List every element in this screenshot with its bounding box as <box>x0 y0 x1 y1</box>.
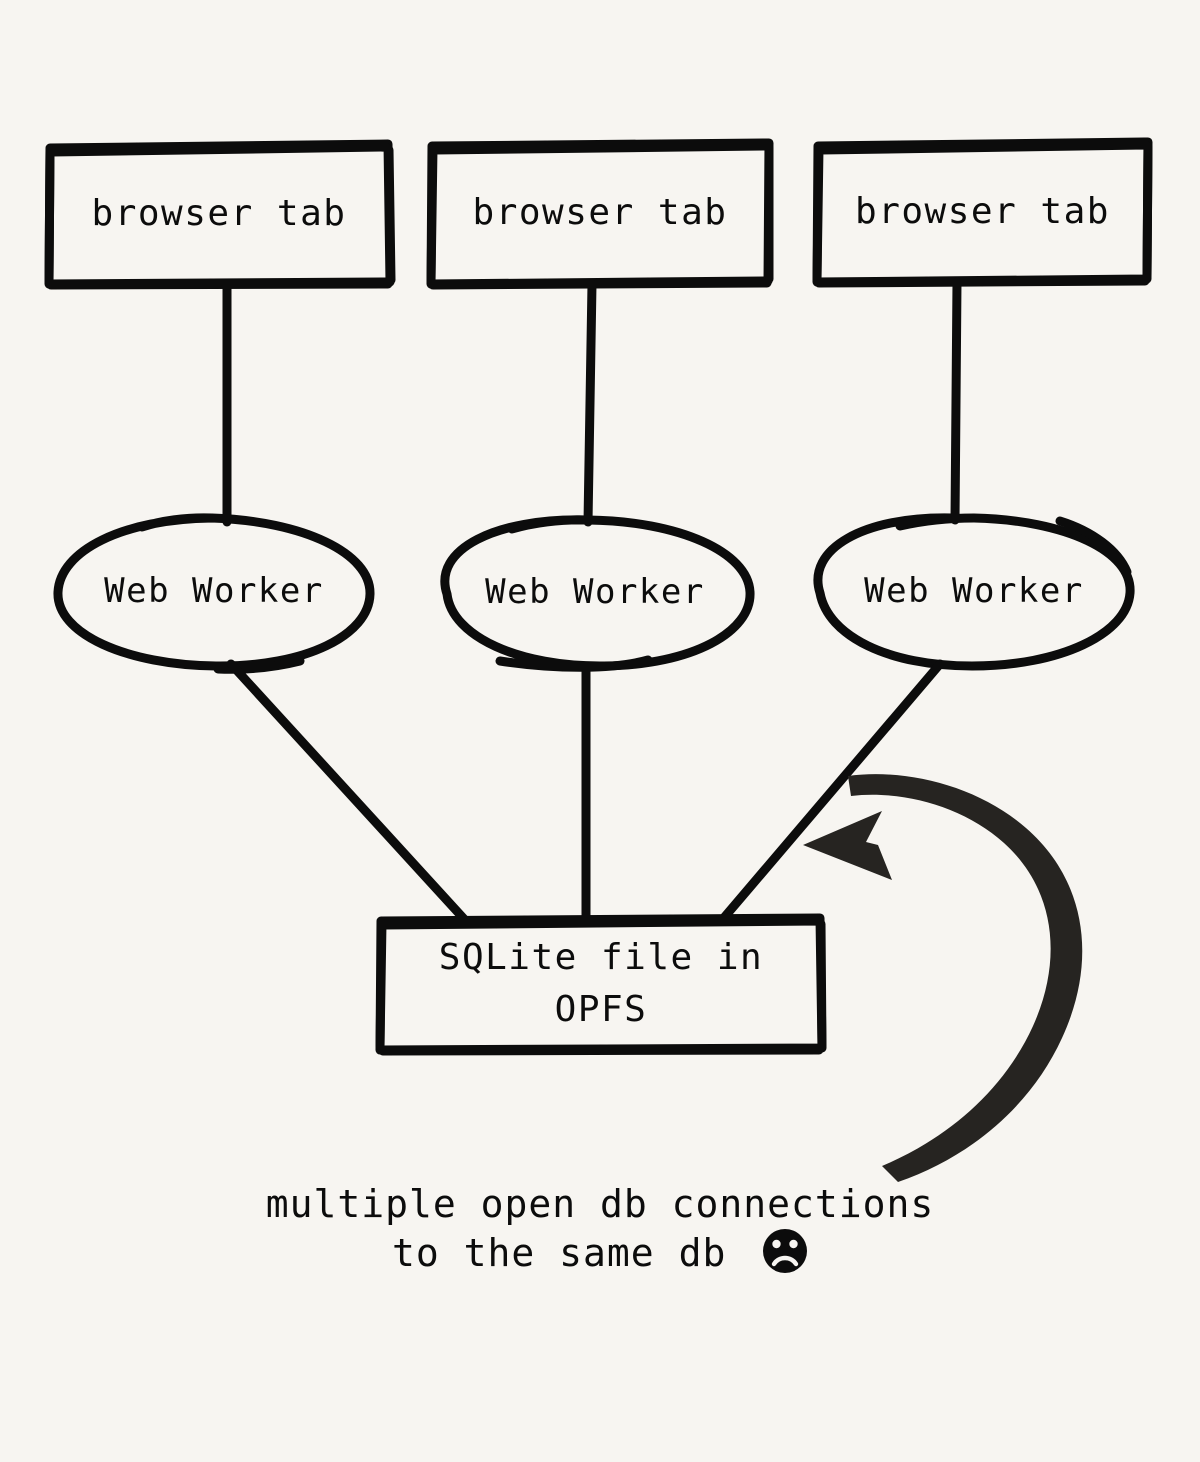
caption-line-2: to the same db <box>392 1230 727 1275</box>
caption-line-2-wrap: to the same db <box>190 1229 1010 1283</box>
edge-worker1-store <box>226 659 470 925</box>
browser-tab-box-1 <box>44 139 396 290</box>
browser-tab-box-2 <box>426 138 774 290</box>
web-worker-ellipse-1 <box>53 513 375 674</box>
annotation-caption: multiple open db connections to the same… <box>190 1180 1010 1282</box>
edge-tab3-worker3 <box>950 277 962 525</box>
web-worker-ellipse-2 <box>440 515 755 672</box>
caption-line-1: multiple open db connections <box>265 1182 935 1226</box>
browser-tab-box-3 <box>812 137 1153 288</box>
sqlite-store-box <box>375 913 827 1056</box>
edge-tab2-worker2 <box>583 279 597 527</box>
annotation-curved-arrow <box>803 774 1083 1182</box>
web-worker-ellipse-3 <box>813 513 1135 671</box>
edge-worker3-store <box>717 659 945 925</box>
frowning-face-icon <box>763 1229 807 1273</box>
frowning-face-emoji-spacer <box>736 1234 808 1283</box>
